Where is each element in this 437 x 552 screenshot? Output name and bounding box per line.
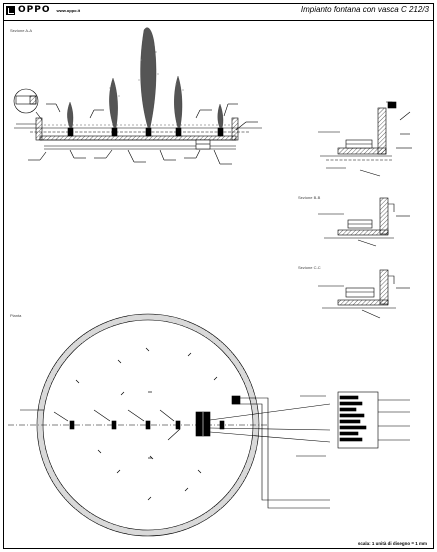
fountain-jets — [67, 27, 224, 129]
logo-mark-icon — [6, 5, 15, 15]
brand-website: www.oppo.it — [56, 7, 81, 13]
drawing-title: Impianto fontana con vasca C 212/3 — [300, 5, 429, 14]
scale-note: scala: 1 unità di disegno = 1 mm — [357, 541, 427, 546]
jet-spray-dots — [109, 51, 184, 97]
section-bb-label: Sezione B-B — [298, 195, 321, 200]
edge-detail-drawing — [318, 101, 412, 177]
jet-2 — [109, 77, 118, 129]
section-aa-label: Sezione A-A — [10, 28, 33, 33]
section-aa-drawing — [13, 88, 262, 165]
plan-markers — [75, 347, 218, 501]
brand-name: OPPO — [18, 5, 51, 15]
logo: OPPO www.oppo.it — [6, 5, 80, 15]
section-cc-drawing — [318, 269, 410, 319]
jet-3 — [140, 27, 157, 129]
plan-drawing — [8, 313, 410, 537]
section-bb-drawing — [318, 197, 410, 247]
plan-nozzles — [69, 420, 225, 430]
jet-1 — [67, 101, 74, 129]
section-cc-label: Sezione C-C — [298, 265, 321, 270]
jet-5 — [217, 103, 224, 129]
sheet-frame — [3, 3, 434, 549]
title-block — [3, 3, 434, 21]
plan-label: Pianta — [10, 313, 22, 318]
jet-4 — [174, 75, 183, 129]
